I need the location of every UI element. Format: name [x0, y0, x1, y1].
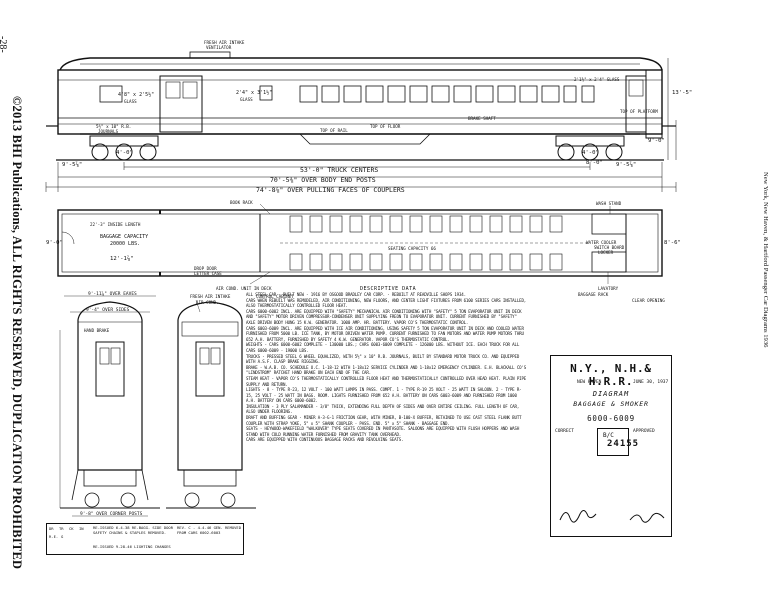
- date-label: JUNE 30, 1937: [633, 380, 669, 385]
- glass-right-label: 2'1½" x 2'4" GLASS: [574, 77, 620, 82]
- seating-label: SEATING CAPACITY 66: [388, 246, 436, 251]
- wheelbase-right-dim: 4'-0": [582, 150, 599, 156]
- width-right-dim: 8'-6": [664, 240, 681, 246]
- end-fresh-air-label: FRESH AIR INTAKE: [190, 294, 231, 299]
- notes-heading: DESCRIPTIVE DATA: [360, 286, 417, 292]
- box-label: B/C: [603, 432, 614, 439]
- end-width-mid-dim: 9'-4" OVER SIDES: [86, 308, 130, 313]
- note-item: ALL STEEL CAR - BUILT NEW - 1916 BY OSGO…: [246, 292, 466, 297]
- rev-header-ck: CK: [69, 526, 74, 531]
- approved-label: APPROVED: [633, 429, 655, 434]
- title-block: N.Y., N.H.& H.R.R. NEW HAVEN JUNE 30, 19…: [550, 355, 672, 537]
- height-13-label: 13'-5": [672, 90, 693, 96]
- width-left-dim: 9'-0": [46, 240, 63, 246]
- overhang-right-dim-2: 9'-5⅞": [616, 162, 637, 168]
- revision-table: DR TR CK IN R.E. G RE-ISSUED 6-4-38 RE-B…: [46, 523, 244, 555]
- baggage-capacity-label: BAGGAGE CAPACITY: [100, 234, 149, 240]
- rev-row-dr: R.E.: [49, 534, 59, 539]
- baggage-lbs-label: 20000 LBS.: [110, 241, 141, 247]
- note-item: CARS 6003-6009 INCL. ARE EQUIPPED WITH I…: [246, 325, 524, 342]
- inside-height-dim: 12'-1⅞": [110, 256, 134, 262]
- rev-note-2: RE-ISSUED 9-28-46 LIGHTING CHANGES: [93, 544, 171, 549]
- glass-left-label: 4'8" x 2'5½": [118, 92, 155, 98]
- glass-mid-label-2: GLASS: [240, 97, 253, 102]
- journals-label-2: JOURNALS: [98, 129, 119, 134]
- clear-opening-label: CLEAR OPENING: [632, 298, 665, 303]
- baggage-rack-label: BAGGAGE RACK: [578, 292, 609, 297]
- height-9-label: 9'-0": [648, 138, 665, 144]
- wheelbase-left-dim: 4'-0": [116, 150, 133, 156]
- note-item: STEAM HEAT - VAPOR CO'S THERMOSTATICALLY…: [246, 375, 527, 387]
- end-width-top-dim: 9'-11⅞" OVER EAVES: [88, 292, 137, 297]
- rev-row-tr: G: [61, 534, 64, 539]
- glass-left-label-2: GLASS: [124, 99, 137, 104]
- water-cooler-label: WATER COOLER: [586, 240, 617, 245]
- drawing-number: 24155: [607, 439, 640, 449]
- lavatory-label: LAVATORY: [598, 286, 619, 291]
- hand-brake-label: HAND BRAKE: [84, 328, 110, 333]
- railroad-name: N.Y., N.H.& H.R.R.: [570, 362, 652, 388]
- control-cabinet-label: CONTROL CABINET: [256, 294, 294, 299]
- note-item: LIGHTS - 8 - TYPE R-23, 12 VOLT - 100 WA…: [246, 387, 522, 404]
- drawing-number-box: [597, 428, 629, 456]
- truck-centers-dim: 53'-0" TRUCK CENTERS: [300, 166, 379, 174]
- end-air-cond-label: AIR COND.: [196, 300, 219, 305]
- top-of-rail-label: TOP OF RAIL: [320, 128, 348, 133]
- note-item: INSULATION - 3 PLY SALAMANDER - 3/8" THI…: [246, 403, 520, 415]
- rev-note-3: REV. C - 4-4-46 GEN. REMOVED FROM CARS 6…: [177, 525, 242, 535]
- diagram-subtitle: BAGGAGE & SMOKER: [573, 400, 649, 408]
- note-item: WEIGHTS - CARS 6000-6002 COMPLETE - 1300…: [246, 342, 520, 353]
- book-rack-label: BOOK RACK: [230, 200, 253, 205]
- ventilator-label: VENTILATOR: [206, 45, 232, 50]
- note-item: CARS ARE EQUIPPED WITH CONTINUOUS BAGGAG…: [246, 437, 404, 443]
- note-item: BRAKE - W.A.B. CO. SCHEDULE U.C. 1-18-12…: [246, 364, 527, 376]
- baggage-dim-label: 22'-3" INSIDE LENGTH: [90, 222, 141, 227]
- air-cond-unit-label: AIR COND. UNIT IN DECK: [216, 286, 272, 291]
- switch-board-label: SWITCH BOARD: [594, 245, 625, 250]
- rev-header-in: IN: [79, 526, 84, 531]
- top-of-floor-label: TOP OF FLOOR: [370, 124, 401, 129]
- overhang-left-dim: 9'-5⅞": [62, 162, 83, 168]
- glass-mid-label: 2'4" x 3'1½": [236, 90, 273, 96]
- note-item: DRAFT AND BUFFING GEAR - MINER A-3-G-1 F…: [246, 415, 522, 426]
- journals-label: 5½" x 10" R.B.: [96, 124, 132, 129]
- overhang-right-dim: 8'-0": [586, 160, 603, 166]
- note-item: TRUCKS - PRESSED STEEL 6 WHEEL EQUALIZED…: [246, 353, 520, 365]
- correct-label: CORRECT: [555, 429, 574, 434]
- diagram-label: DIAGRAM: [592, 390, 630, 398]
- rev-note-1: RE-ISSUED 6-4-38 RE-BAGG. SIDE DOOR SAFE…: [93, 525, 174, 535]
- descriptive-notes: ALL STEEL CAR - BUILT NEW - 1916 BY OSGO…: [246, 292, 528, 443]
- rev-header-dr: DR: [49, 526, 54, 531]
- over-corner-posts-dim: 9'-8" OVER CORNER POSTS: [80, 512, 143, 517]
- couplers-dim: 74'-8⅞" OVER PULLING FACES OF COUPLERS: [256, 186, 405, 194]
- brake-shaft-label: BRAKE SHAFT: [468, 116, 496, 121]
- note-item: CARS WHEN REBUILT WAS REMODELED, AIR CON…: [246, 297, 527, 309]
- note-item: SEATS - HEYWOOD-WAKEFIELD "WALKOVER" TYP…: [246, 426, 520, 437]
- body-end-posts-dim: 70'-5⅜" OVER BODY END POSTS: [270, 176, 376, 184]
- fresh-air-intake-label: FRESH AIR INTAKE: [204, 40, 245, 45]
- rev-header-tr: TR: [59, 526, 64, 531]
- drop-door-label: DROP DOOR: [194, 266, 217, 271]
- locker-label: LOCKER: [598, 250, 614, 255]
- note-item: CARS 6000-6002 INCL. ARE EQUIPPED WITH "…: [246, 308, 522, 325]
- location-label: NEW HAVEN: [577, 380, 602, 385]
- car-numbers: 6000-6009: [587, 414, 635, 423]
- top-of-platform-label: TOP OF PLATFORM: [620, 109, 658, 114]
- letter-case-label: LETTER CASE: [194, 271, 222, 276]
- wash-stand-label: WASH STAND: [596, 201, 622, 206]
